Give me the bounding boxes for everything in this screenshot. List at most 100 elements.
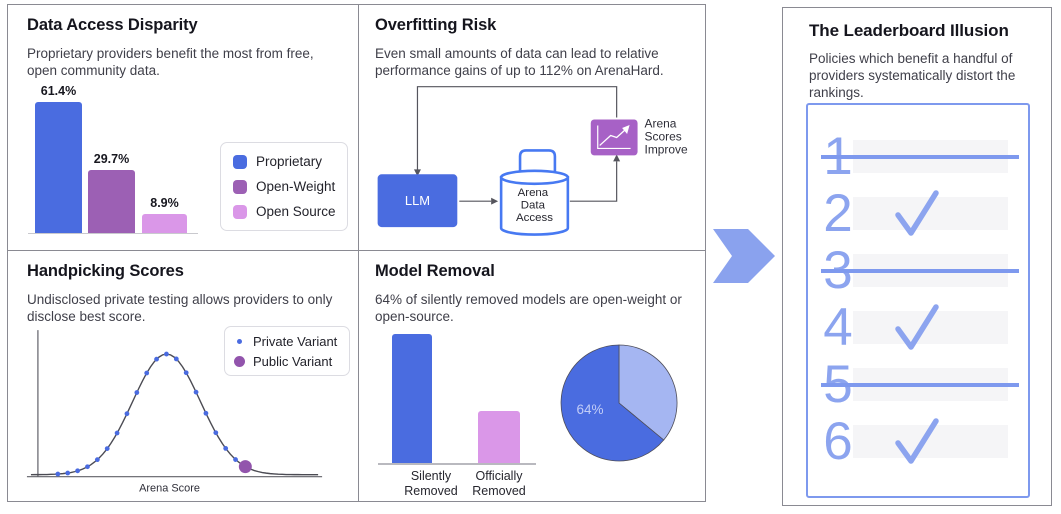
private-variant-dot xyxy=(114,430,120,436)
plot-axes xyxy=(26,330,323,478)
legend-label: Public Variant xyxy=(253,353,333,369)
conclusion-arrow-icon xyxy=(713,229,775,283)
legend-label: Open-Weight xyxy=(256,179,336,194)
leaderboard-row: 4 xyxy=(808,299,1028,356)
conclusion-title: The Leaderboard Illusion xyxy=(809,21,1009,40)
panel-title: Handpicking Scores xyxy=(27,262,184,280)
llm-box xyxy=(377,174,458,228)
arrowhead-down-icon xyxy=(413,169,421,177)
legend-label: Open Source xyxy=(256,204,336,219)
private-variant-dot xyxy=(203,410,209,416)
disparity-bar-chart: 61.4%29.7%8.9% xyxy=(28,84,198,234)
private-variant-dot xyxy=(213,430,219,436)
bell-curve-chart: Arena Score xyxy=(26,330,323,495)
strike-line xyxy=(821,269,1019,273)
private-variant-marker xyxy=(237,338,242,344)
legend-item-private: Private Variant xyxy=(234,333,340,349)
database-cylinder-body xyxy=(499,176,570,236)
private-variant-dot xyxy=(183,370,189,376)
bar-value-label: 61.4% xyxy=(40,84,77,98)
legend-swatch xyxy=(233,204,247,219)
legend-swatch xyxy=(233,154,247,169)
legend-item: Proprietary xyxy=(233,154,335,169)
panel-title: Data Access Disparity xyxy=(27,16,198,34)
trend-arrowhead-icon xyxy=(622,125,630,134)
rank-number: 2 xyxy=(823,184,853,243)
public-variant-marker xyxy=(234,355,245,367)
panel-description: 64% of silently removed models are open-… xyxy=(375,292,682,324)
bar-officially-removed xyxy=(478,411,520,463)
private-variant-dot xyxy=(144,370,150,376)
legend-item: Open Source xyxy=(233,204,336,219)
variant-legend: Private Variant Public Variant xyxy=(224,326,350,376)
feedback-loop-line xyxy=(416,86,618,171)
private-variant-dot xyxy=(223,446,229,451)
rank-number: 6 xyxy=(823,412,853,471)
bar-silently-removed xyxy=(392,334,432,463)
panels-grid: Data Access Disparity Proprietary provid… xyxy=(7,4,706,502)
check-icon xyxy=(895,418,939,464)
panel-title: Overfitting Risk xyxy=(375,16,497,34)
conclusion-card: The Leaderboard Illusion Policies which … xyxy=(782,7,1052,506)
removal-bar-chart xyxy=(378,333,536,465)
pie-slice-major xyxy=(560,344,665,462)
leaderboard-row: 2 xyxy=(808,185,1028,242)
removal-pie-chart: 64% xyxy=(560,344,678,462)
llm-label: LLM xyxy=(405,193,430,208)
pie-percentage-label: 64% xyxy=(576,402,603,417)
arrowhead-up-icon xyxy=(613,154,621,162)
overfitting-flow-diagram: LLM Arena Data Access xyxy=(377,86,688,236)
panel-description: Undisclosed private testing allows provi… xyxy=(27,292,333,324)
private-variant-dot xyxy=(85,464,90,470)
rank-number: 4 xyxy=(823,298,853,357)
db-to-score-arrow xyxy=(569,161,618,202)
private-variant-dot xyxy=(154,356,159,362)
private-variant-dot xyxy=(75,468,80,474)
panel-data-access-disparity: Data Access Disparity Proprietary provid… xyxy=(8,5,359,251)
panel-model-removal: Model Removal 64% of silently removed mo… xyxy=(359,251,705,501)
panel-handpicking-scores: Handpicking Scores Undisclosed private t… xyxy=(8,251,359,501)
x-axis-label: Arena Score xyxy=(139,483,200,495)
leaderboard-row: 5 xyxy=(808,356,1028,413)
bar-proprietary xyxy=(35,102,82,233)
private-variant-dot xyxy=(55,471,61,477)
private-variant-dot xyxy=(134,390,140,395)
check-icon xyxy=(895,304,939,350)
panel-title: Model Removal xyxy=(375,262,495,280)
score-outcome-label: Arena Scores Improve xyxy=(645,117,688,157)
leaderboard-row: 3 xyxy=(808,242,1028,299)
pie-slice-minor xyxy=(618,344,678,441)
legend-swatch xyxy=(233,179,247,194)
private-variant-dot xyxy=(94,457,100,463)
public-variant-dot xyxy=(238,460,252,474)
private-variant-dot xyxy=(164,351,169,357)
private-variant-dot xyxy=(124,411,130,417)
bucket-handle-icon xyxy=(518,149,557,180)
bar-category-label: Officially Removed xyxy=(472,469,526,498)
check-icon xyxy=(895,190,939,236)
legend-label: Proprietary xyxy=(256,154,323,169)
strike-line xyxy=(821,155,1019,159)
trend-line-icon xyxy=(599,128,628,146)
database-cylinder-top xyxy=(499,169,570,186)
bar-category-label: Silently Removed xyxy=(404,469,458,498)
private-variant-dot xyxy=(233,457,238,462)
panel-overfitting-risk: Overfitting Risk Even small amounts of d… xyxy=(359,5,705,251)
bar-value-label: 29.7% xyxy=(93,152,130,166)
chart-axes-icon xyxy=(597,125,631,150)
private-variant-dot xyxy=(65,470,71,476)
leaderboard-row: 6 xyxy=(808,413,1028,470)
bar-open-source xyxy=(142,214,187,233)
leaderboard-row: 1 xyxy=(808,128,1028,185)
legend-item-public: Public Variant xyxy=(234,353,340,369)
panel-description: Proprietary providers benefit the most f… xyxy=(27,46,314,78)
arrowhead-right-icon xyxy=(491,197,499,205)
bar-open-weight xyxy=(88,170,135,233)
legend-label: Private Variant xyxy=(253,333,338,349)
private-variant-dot xyxy=(193,389,199,395)
strike-line xyxy=(821,383,1019,387)
private-variant-dot xyxy=(104,446,110,451)
